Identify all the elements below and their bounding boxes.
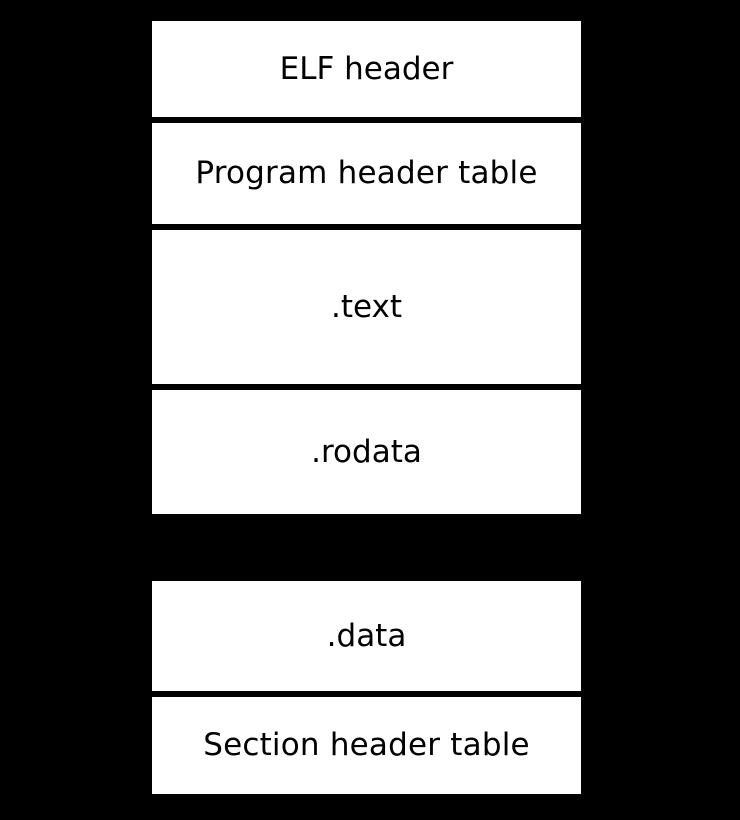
group-separator-gap	[149, 517, 584, 578]
elf-section-column: ELF header Program header table .text .r…	[149, 18, 584, 797]
box-label-text-section: .text	[330, 288, 403, 325]
box-label-section-header-table: Section header table	[203, 727, 530, 763]
box-label-elf-header: ELF header	[279, 50, 454, 87]
box-data-section: .data	[149, 578, 584, 694]
box-text-section: .text	[149, 227, 584, 387]
file-head-group: ELF header Program header table .text .r…	[149, 18, 584, 517]
file-tail-group: .data Section header table	[149, 578, 584, 797]
box-rodata-section: .rodata	[149, 387, 584, 517]
box-label-data-section: .data	[326, 617, 407, 654]
box-label-program-header-table: Program header table	[195, 155, 538, 191]
box-program-header-table: Program header table	[149, 120, 584, 227]
box-elf-header: ELF header	[149, 18, 584, 120]
box-section-header-table: Section header table	[149, 694, 584, 797]
box-label-rodata-section: .rodata	[311, 433, 422, 470]
